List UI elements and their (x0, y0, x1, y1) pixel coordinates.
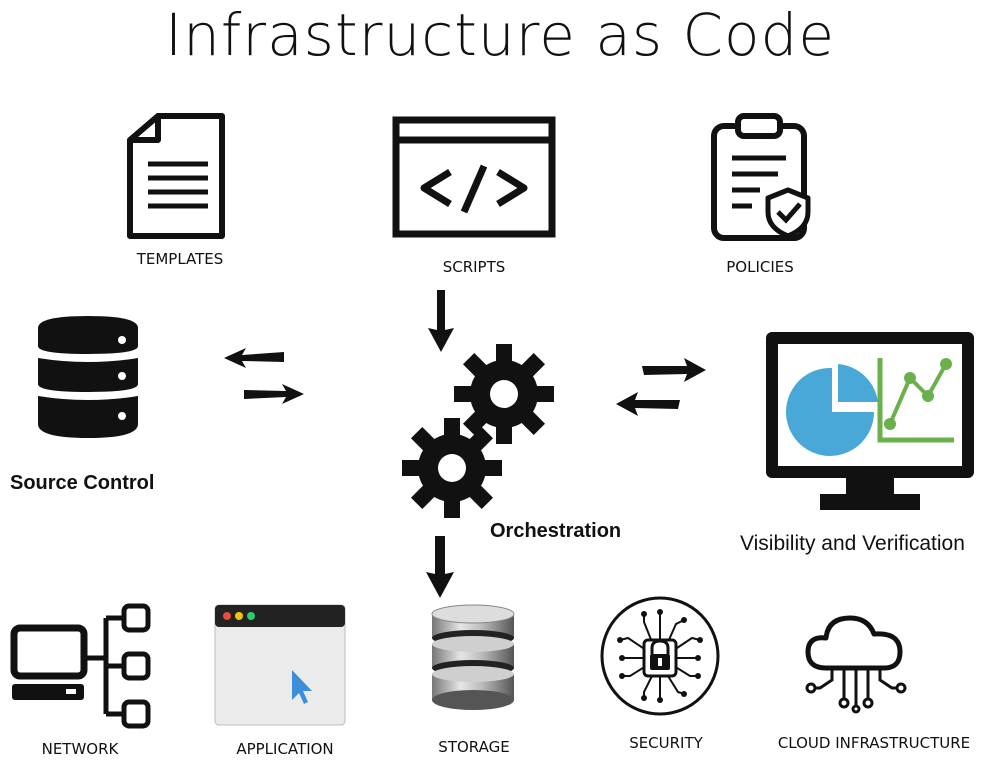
label-templates: TEMPLATES (136, 250, 224, 268)
security-lock-icon (600, 596, 720, 716)
label-network: NETWORK (41, 740, 119, 758)
arrow-left-icon (224, 348, 284, 368)
label-storage: STORAGE (438, 738, 510, 756)
clipboard-shield-icon (711, 113, 811, 241)
label-cloud-infrastructure: CLOUD INFRASTRUCTURE (777, 734, 971, 752)
arrow-left-icon (616, 392, 680, 416)
storage-icon (431, 604, 515, 710)
label-policies: POLICIES (726, 258, 794, 276)
cloud-network-icon (805, 615, 907, 714)
label-scripts: SCRIPTS (442, 258, 506, 276)
diagram-title: Infrastructure as Code (165, 1, 835, 69)
gears-icon (402, 344, 554, 518)
database-icon (38, 316, 138, 438)
label-security: SECURITY (629, 734, 703, 752)
document-icon (127, 113, 225, 239)
monitor-chart-icon (766, 332, 974, 510)
network-icon (10, 603, 151, 729)
label-source-control: Source Control (10, 472, 155, 494)
label-application: APPLICATION (236, 740, 334, 758)
arrow-down-icon (428, 290, 454, 352)
arrow-down-icon (426, 536, 454, 598)
application-window-icon (214, 604, 346, 726)
label-visibility: Visibility and Verification (740, 532, 965, 555)
code-window-icon (392, 116, 556, 238)
arrow-right-icon (244, 384, 304, 404)
label-orchestration: Orchestration (490, 520, 622, 542)
arrow-right-icon (642, 358, 706, 382)
